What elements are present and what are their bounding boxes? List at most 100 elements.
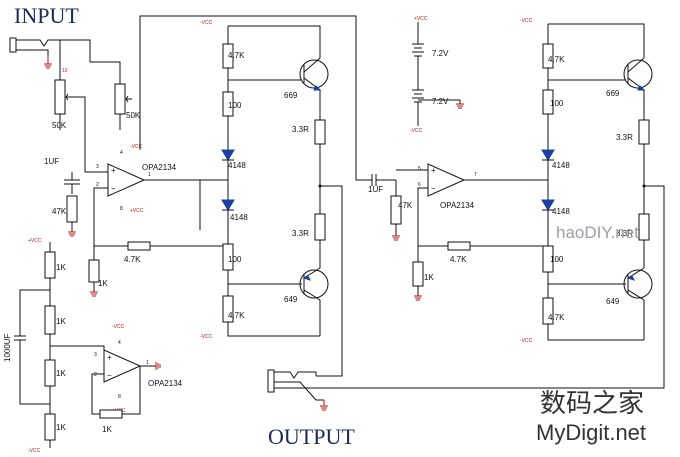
svg-text:+: +	[107, 353, 112, 362]
r-in1: 47K	[52, 195, 78, 232]
svg-text:100: 100	[228, 101, 242, 110]
div-r3: 1K	[44, 359, 66, 387]
svg-text:-VCC: -VCC	[200, 334, 213, 340]
battery1: +VCC 7.2V	[412, 16, 449, 82]
svg-text:100: 100	[550, 255, 564, 264]
svg-text:669: 669	[606, 89, 620, 98]
watermark-cn: 数码之家	[540, 388, 644, 418]
svg-text:OPA2134: OPA2134	[142, 163, 177, 172]
svg-text:3.3R: 3.3R	[292, 125, 309, 134]
input-jack	[9, 37, 91, 62]
r-100-4: 100	[542, 245, 564, 273]
svg-text:10: 10	[62, 68, 68, 74]
svg-text:3.3R: 3.3R	[616, 133, 633, 142]
battery2: 7.2V -VCC	[410, 82, 461, 134]
svg-text:OPA2134: OPA2134	[440, 201, 475, 210]
svg-text:−: −	[111, 184, 116, 193]
svg-text:1K: 1K	[56, 317, 66, 326]
svg-text:-VCC: -VCC	[520, 18, 533, 24]
svg-text:+VCC: +VCC	[130, 208, 144, 214]
cap-in1: 1UF	[44, 157, 80, 194]
d3: 4148	[541, 149, 570, 170]
r-e2: 3.3R	[292, 213, 326, 241]
svg-text:50K: 50K	[126, 111, 141, 120]
r-bot1: 4.7K	[222, 295, 245, 323]
svg-text:1K: 1K	[424, 273, 434, 282]
r-g2: 1K	[412, 246, 434, 296]
svg-text:5: 5	[418, 166, 421, 172]
r-100-1: 100	[222, 91, 242, 117]
svg-text:4.7K: 4.7K	[548, 313, 565, 322]
cap-in2: 1UF	[368, 174, 396, 194]
svg-text:3.3R: 3.3R	[616, 229, 633, 238]
svg-text:649: 649	[606, 297, 620, 306]
q-npn2: 669	[606, 57, 653, 98]
svg-text:1K: 1K	[102, 425, 112, 434]
svg-text:649: 649	[284, 295, 298, 304]
watermark-haodiy: haoDIY.net	[556, 223, 639, 242]
svg-text:4.7K: 4.7K	[124, 255, 141, 264]
q-pnp2: 649	[606, 267, 653, 306]
r-g1: 1K	[88, 246, 108, 292]
d2: 4148	[221, 199, 248, 222]
svg-text:OPA2134: OPA2134	[148, 379, 183, 388]
svg-text:4: 4	[118, 340, 121, 346]
r-fb1: 4.7K	[124, 241, 228, 264]
svg-text:7: 7	[474, 172, 477, 178]
svg-text:6: 6	[418, 182, 421, 188]
svg-text:7.2V: 7.2V	[432, 49, 449, 58]
svg-text:−: −	[107, 371, 112, 380]
svg-text:-VCC: -VCC	[28, 448, 41, 454]
watermark-en: MyDigit.net	[536, 420, 646, 445]
pot1: 50K	[52, 62, 72, 130]
svg-text:+VCC: +VCC	[28, 238, 42, 244]
svg-text:4148: 4148	[228, 161, 246, 170]
r-fb2: 4.7K	[447, 241, 548, 264]
svg-text:1K: 1K	[56, 263, 66, 272]
svg-text:+: +	[431, 166, 436, 175]
svg-text:47K: 47K	[398, 201, 413, 210]
r-top1: 4.7K	[222, 43, 245, 69]
svg-text:4: 4	[120, 150, 123, 156]
r-100-2: 100	[222, 243, 242, 271]
svg-text:+: +	[111, 166, 116, 175]
d1: 4148	[221, 149, 246, 170]
svg-text:3: 3	[94, 352, 97, 358]
svg-text:-VCC: -VCC	[130, 144, 143, 150]
svg-text:2: 2	[94, 372, 97, 378]
svg-text:4.7K: 4.7K	[228, 51, 245, 60]
svg-text:2: 2	[96, 182, 99, 188]
output-title: OUTPUT	[268, 424, 355, 449]
opamp3: + − 3 2 1 4 8 -VCC +VCC OPA2134	[94, 324, 183, 414]
svg-text:8: 8	[118, 394, 121, 400]
svg-text:47K: 47K	[52, 207, 67, 216]
div-r1: 1K	[44, 251, 66, 279]
cap-div: 1000UF	[3, 333, 50, 405]
svg-text:3: 3	[96, 164, 99, 170]
svg-text:−: −	[431, 184, 436, 193]
svg-text:4148: 4148	[552, 207, 570, 216]
svg-text:100: 100	[550, 99, 564, 108]
svg-text:3.3R: 3.3R	[292, 229, 309, 238]
ground-symbol: 10	[44, 56, 68, 74]
svg-text:1000UF: 1000UF	[3, 333, 12, 362]
svg-text:1K: 1K	[56, 369, 66, 378]
q-pnp1: 649	[284, 267, 329, 304]
div-r4: 1K	[44, 413, 66, 441]
r-buf: 1K	[99, 366, 141, 434]
svg-text:-VCC: -VCC	[410, 128, 423, 134]
r-in2: 47K	[390, 180, 413, 236]
div-r2: 1K	[44, 305, 66, 335]
input-title: INPUT	[14, 3, 79, 28]
r-e3: 3.3R	[616, 119, 650, 145]
svg-text:1K: 1K	[98, 279, 108, 288]
r-bot2: 4.7K	[542, 297, 565, 325]
svg-text:8: 8	[120, 206, 123, 212]
svg-text:669: 669	[284, 91, 298, 100]
svg-text:100: 100	[228, 255, 242, 264]
q-npn1: 669	[284, 57, 329, 100]
svg-text:7.2V: 7.2V	[432, 97, 449, 106]
r-e1: 3.3R	[292, 119, 326, 145]
svg-text:1K: 1K	[56, 423, 66, 432]
